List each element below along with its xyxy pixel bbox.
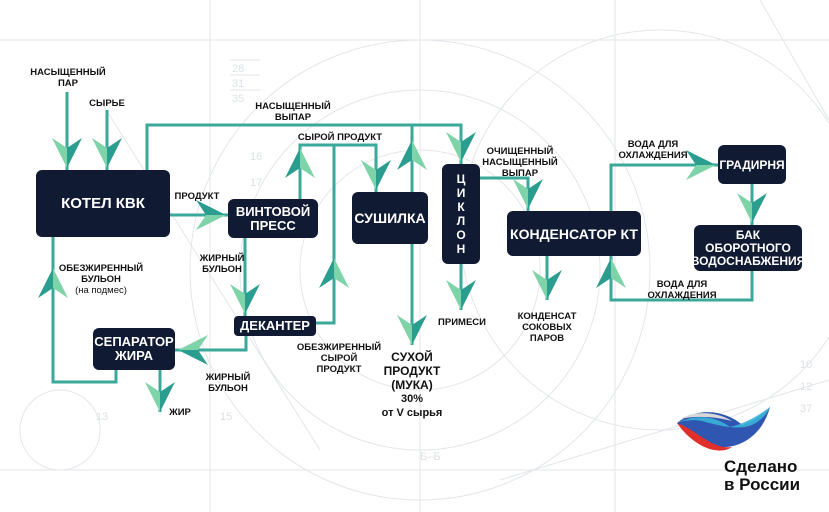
svg-text:16: 16 <box>250 151 262 163</box>
box-label: И <box>456 186 466 200</box>
made-in-russia-logo-icon <box>677 407 770 451</box>
box-label: ЖИРА <box>114 348 153 363</box>
box-kotel-kvk: КОТЕЛ КВК <box>36 170 170 237</box>
flow-line-zhirny-bulon-dekanter <box>175 336 248 352</box>
flow-line-voda-to-gradirnya <box>609 163 718 211</box>
box-label: ВИНТОВОЙ <box>235 203 311 219</box>
arrow-suhoy-produkt-icon <box>397 315 427 345</box>
arrow-produkt-icon <box>196 200 226 230</box>
box-label: Н <box>456 242 466 256</box>
svg-text:13: 13 <box>96 411 108 423</box>
box-label: ВОДОСНАБЖЕНИЯ <box>690 253 806 268</box>
arrow-syroy-produkt-up-icon <box>285 148 315 178</box>
arrow-syrie-icon <box>92 138 122 168</box>
svg-text:28: 28 <box>232 63 244 75</box>
label-zhir: ЖИР <box>169 407 191 418</box>
label-syrie: СЫРЬЕ <box>89 98 125 109</box>
svg-text:37: 37 <box>800 403 812 415</box>
arrow-primesi-icon <box>446 280 476 310</box>
flow-line-obezh-syroy <box>316 145 336 325</box>
label-primesi: ПРИМЕСИ <box>438 317 486 328</box>
svg-text:12: 12 <box>800 381 812 393</box>
box-label: ОБОРОТНОГО <box>705 240 791 255</box>
flow-line-syroy-produkt <box>298 143 378 199</box>
box-kondensator-kt: КОНДЕНСАТОР КТ <box>507 211 641 256</box>
arrow-syroy-produkt-down-icon <box>361 160 391 190</box>
box-gradirnya: ГРАДИРНЯ <box>718 145 786 184</box>
box-label: КОТЕЛ КВК <box>61 194 145 212</box>
arrow-kondensat-icon <box>532 270 562 300</box>
arrow-nas-vypar-icon <box>446 132 476 162</box>
arrow-voda-bottom-icon <box>596 258 626 288</box>
svg-text:17: 17 <box>250 177 262 189</box>
box-label: ПРЕСС <box>250 217 296 233</box>
box-label: ДЕКАНТЕР <box>240 318 310 333</box>
arrow-zhirny-bulon-left-icon <box>178 335 208 365</box>
box-label: СУШИЛКА <box>354 210 426 226</box>
box-label: СЕПАРАТОР <box>94 334 174 349</box>
arrow-obezh-syroy-icon <box>319 258 349 288</box>
box-label: ГРАДИРНЯ <box>719 157 785 172</box>
arrow-sushilka-vypar-icon <box>397 140 427 170</box>
box-label: О <box>456 228 466 242</box>
box-label: Л <box>456 214 466 228</box>
box-dekanter: ДЕКАНТЕР <box>234 316 316 336</box>
box-sushilka: СУШИЛКА <box>352 192 428 244</box>
arrow-zhir-icon <box>145 382 175 412</box>
svg-text:31: 31 <box>232 78 244 90</box>
svg-text:Б–Б: Б–Б <box>420 451 441 463</box>
svg-text:15: 15 <box>220 411 232 423</box>
box-label: КОНДЕНСАТОР КТ <box>510 225 638 242</box>
box-label: К <box>457 200 465 214</box>
arrow-obezh-bulon-icon <box>38 268 68 298</box>
svg-text:35: 35 <box>232 93 244 105</box>
flow-line-obezh-bulon <box>51 237 118 384</box>
box-label: Ц <box>456 172 466 186</box>
label-produkt: ПРОДУКТ <box>174 191 220 202</box>
arrow-nas-par-icon <box>52 138 82 168</box>
arrow-gradirnya-bak-icon <box>737 193 767 223</box>
box-label: БАК <box>735 227 761 242</box>
svg-text:10: 10 <box>800 359 812 371</box>
arrow-voda-top-icon <box>686 150 716 180</box>
arrow-ochisch-vypar-icon <box>513 179 543 209</box>
arrow-zhirny-bulon-icon <box>230 284 260 314</box>
label-syroy-produkt: СЫРОЙ ПРОДУКТ <box>297 132 383 143</box>
